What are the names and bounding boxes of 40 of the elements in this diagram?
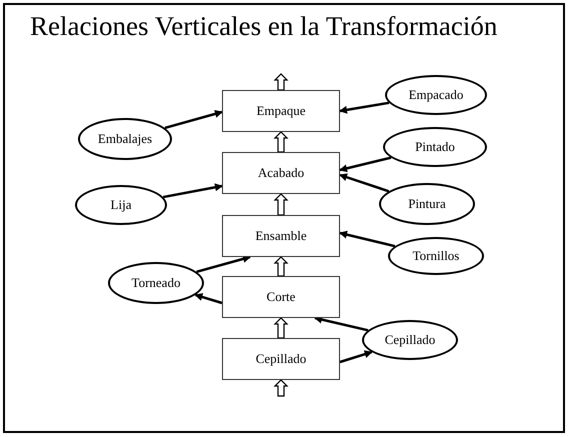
node-label: Ensamble <box>255 227 307 246</box>
hollow-arrow <box>274 256 288 277</box>
node-label: Torneado <box>132 274 180 292</box>
node-label: Tornillos <box>412 247 460 266</box>
resource-ellipse <box>388 237 484 275</box>
resource-ellipse <box>379 183 475 225</box>
arrow <box>340 350 373 364</box>
arrow <box>162 183 223 198</box>
arrow <box>339 102 390 114</box>
title: Relaciones Verticales en la Transformación <box>30 10 498 43</box>
process-box <box>222 338 340 380</box>
hollow-arrow <box>274 317 288 339</box>
node-label: Empacado <box>408 86 464 104</box>
node-label: Embalajes <box>98 130 152 148</box>
process-box <box>222 90 340 132</box>
hollow-arrow <box>274 379 288 397</box>
node-label: Empaque <box>256 102 306 120</box>
resource-ellipse <box>78 118 172 160</box>
hollow-arrow <box>274 73 288 91</box>
arrow <box>196 255 251 273</box>
node-label: Cepillado <box>384 331 436 350</box>
process-box <box>222 276 340 318</box>
arrow <box>339 156 392 172</box>
node-label: Pintura <box>408 195 446 214</box>
hollow-arrow <box>274 193 288 216</box>
node-label: Pintado <box>415 138 455 156</box>
process-box <box>222 152 340 194</box>
process-box <box>222 215 340 257</box>
node-label: Acabado <box>258 164 304 182</box>
node-label: Corte <box>266 288 296 306</box>
hollow-arrow <box>274 131 288 153</box>
arrow <box>194 293 222 304</box>
arrow <box>164 110 223 130</box>
arrow <box>339 173 390 192</box>
resource-ellipse <box>362 320 458 360</box>
node-label: Cepillado <box>256 350 306 368</box>
node-label: Lija <box>110 196 132 214</box>
arrow <box>339 230 396 248</box>
arrow <box>314 316 368 332</box>
resource-ellipse <box>108 262 204 304</box>
